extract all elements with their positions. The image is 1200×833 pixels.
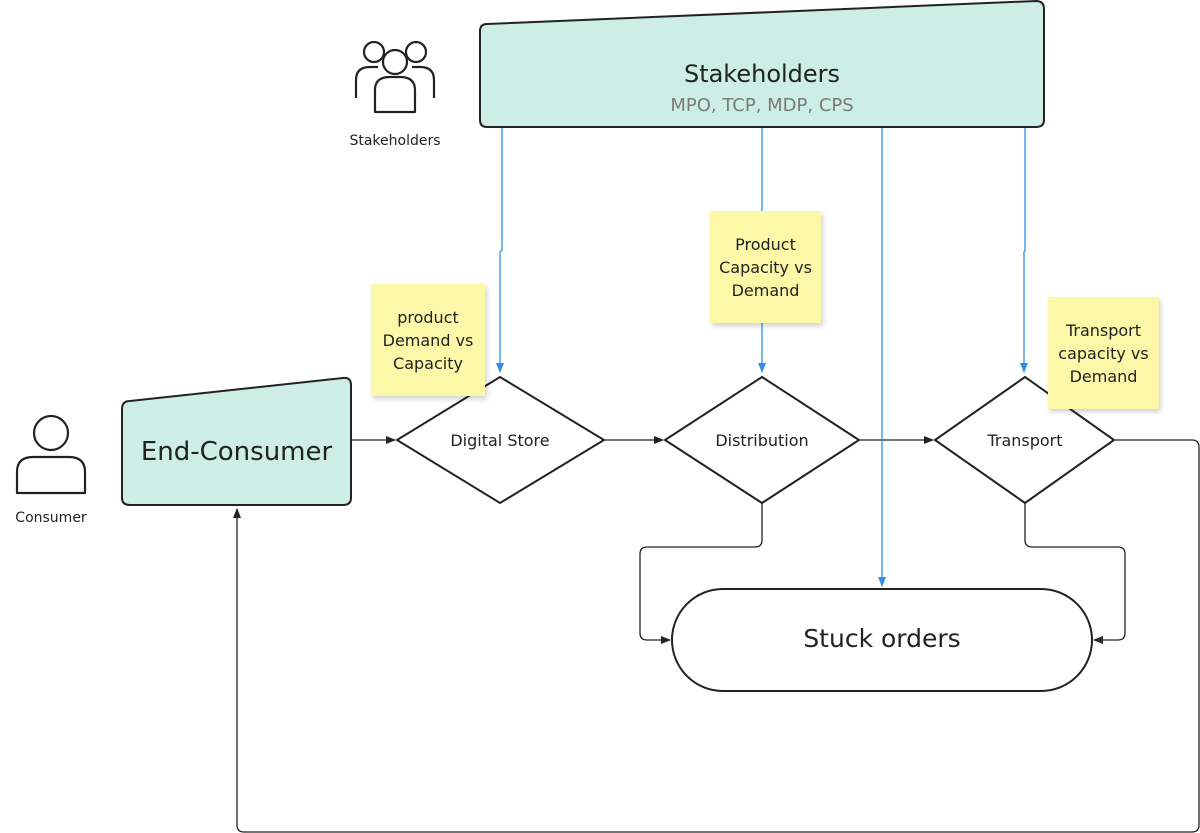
digital-store-diamond[interactable] [395, 375, 606, 505]
transport-to-stuck-arrow [1024, 503, 1126, 644]
sticky-note-store-text: product Demand vs Capacity [382, 307, 474, 373]
sticky-note-distribution-text: Product Capacity vs Demand [719, 234, 812, 300]
sticky-note-transport-text: Transport capacity vs Demand [1058, 320, 1149, 386]
transport-to-consumer-return-arrow [233, 439, 1200, 833]
group-icon [354, 40, 436, 114]
sticky-note-distribution[interactable]: Product Capacity vs Demand [710, 211, 821, 323]
stuck-orders-terminal[interactable] [671, 588, 1093, 692]
stakeholders-icon-label: Stakeholders [349, 133, 441, 149]
stakeholders-box[interactable] [479, 0, 1045, 128]
stakeholders-to-store-arrow [496, 128, 504, 373]
distribution-diamond[interactable] [663, 375, 861, 505]
sticky-note-transport[interactable]: Transport capacity vs Demand [1048, 297, 1159, 409]
person-icon [15, 414, 87, 495]
consumer-icon-label: Consumer [15, 510, 87, 526]
sticky-note-store[interactable]: product Demand vs Capacity [371, 284, 485, 396]
distribution-to-stuck-arrow [639, 503, 763, 644]
stakeholders-to-transport-arrow [1020, 128, 1028, 373]
end-consumer-box[interactable] [121, 376, 352, 506]
